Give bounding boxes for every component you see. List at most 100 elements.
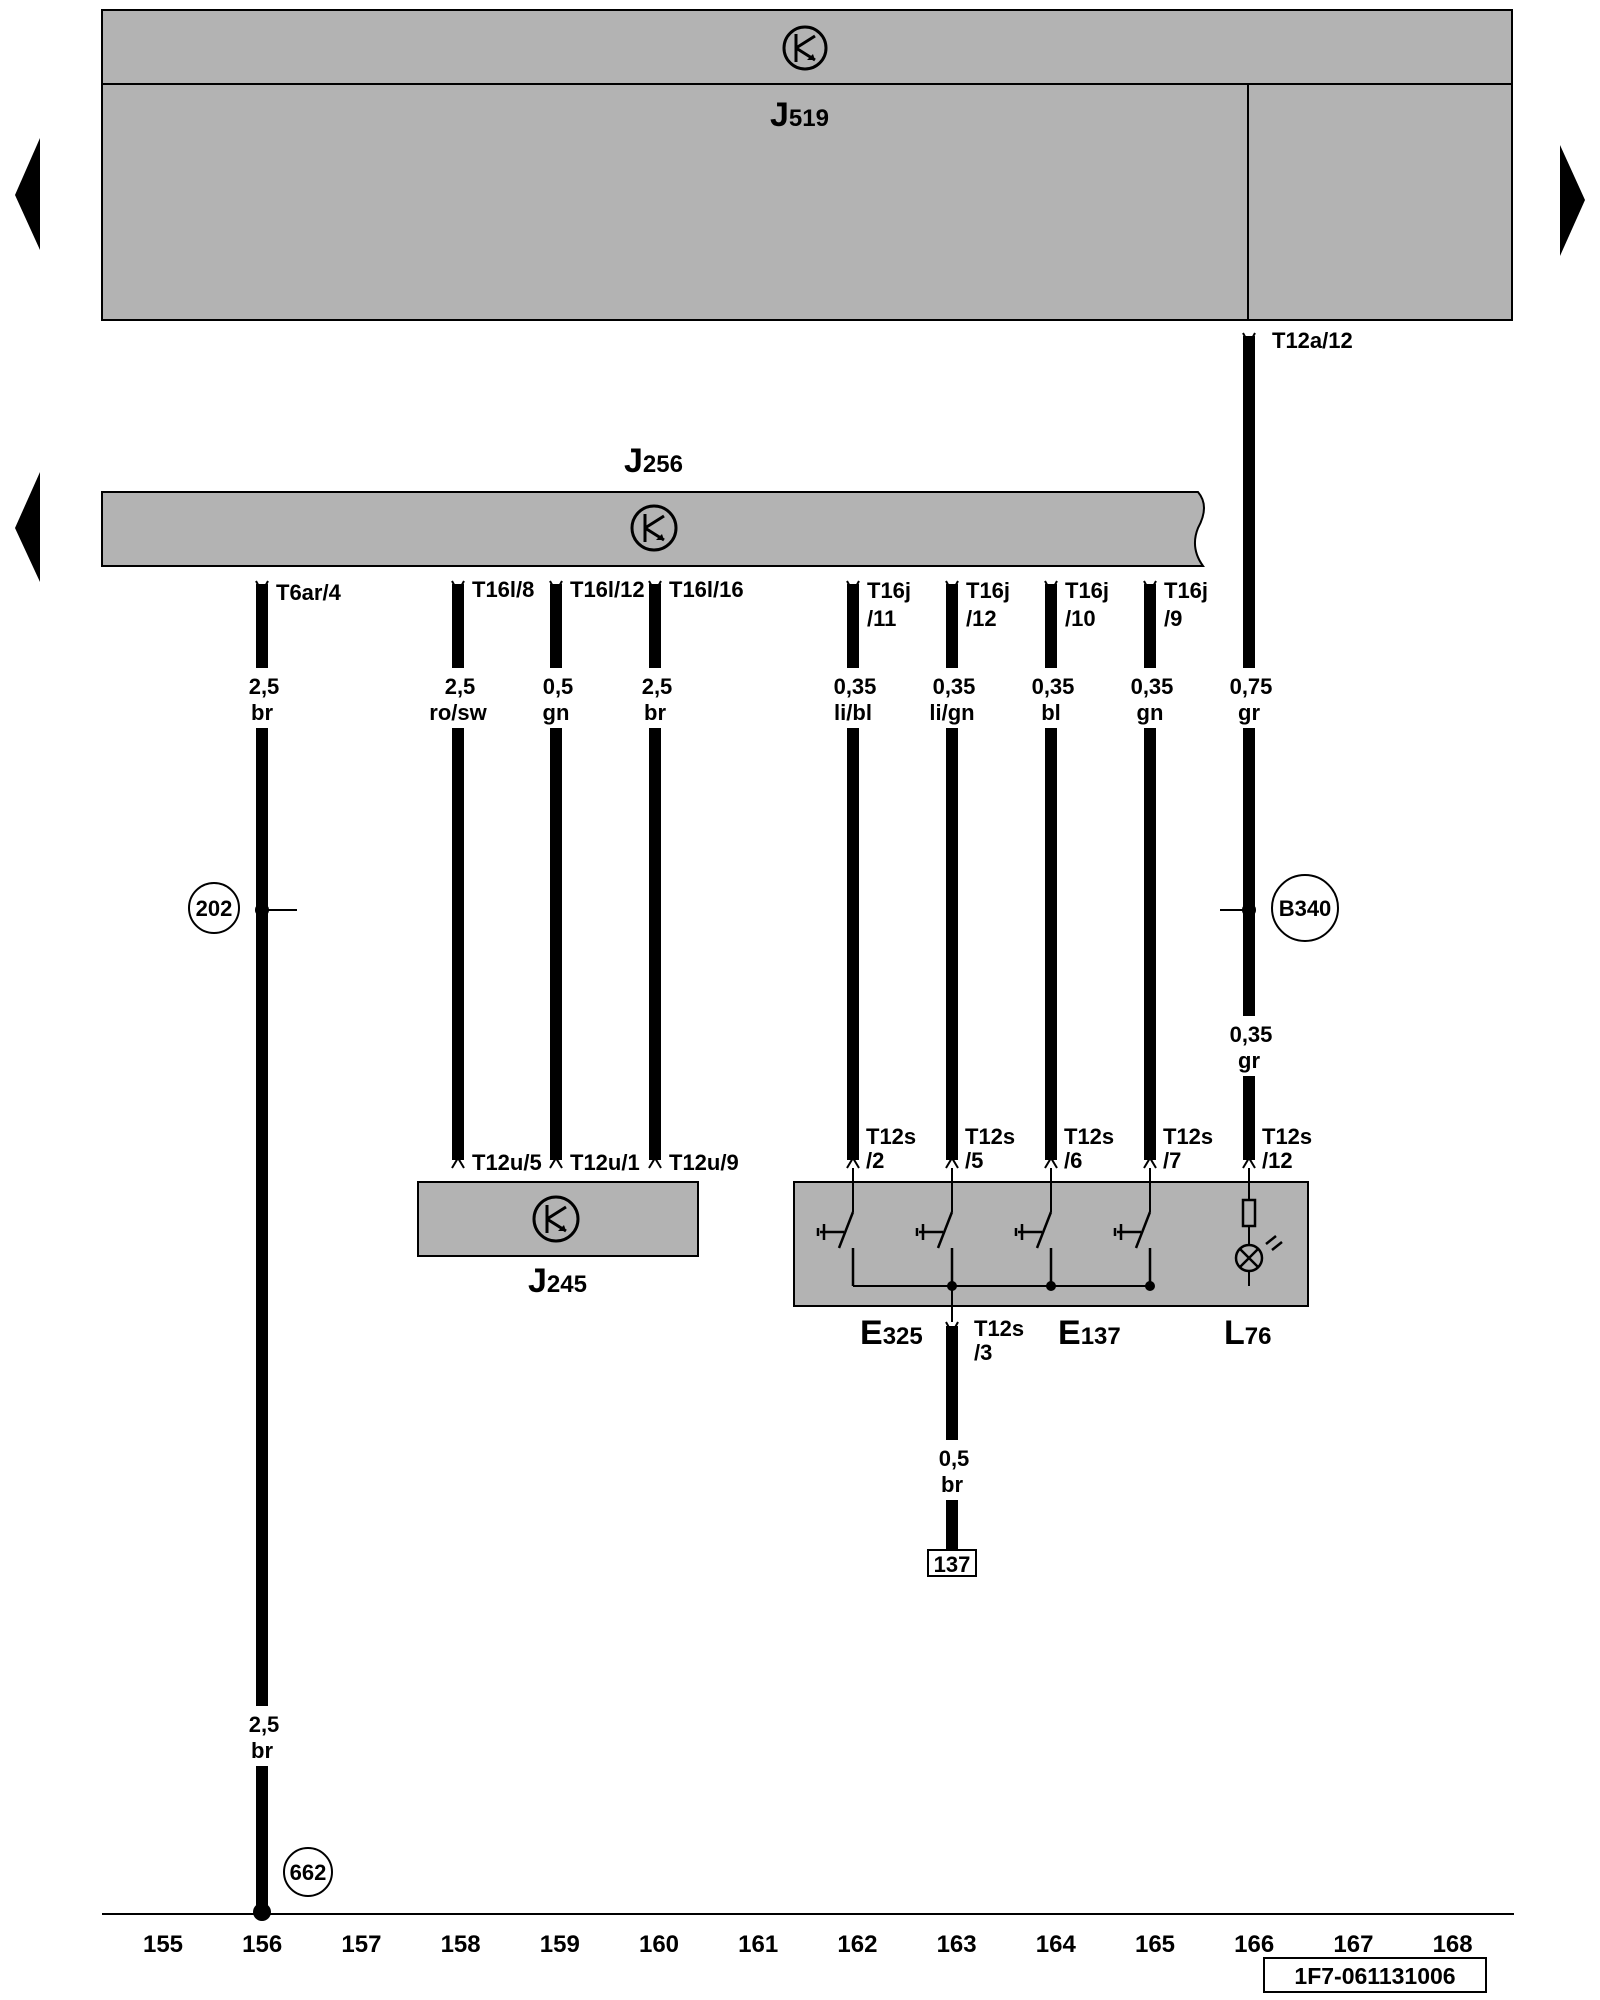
wire-156-lower-gauge: 2,5 bbox=[249, 1712, 280, 1737]
wire-159-color: gn bbox=[543, 700, 570, 725]
terminal-t12s-7-a: T12s bbox=[1163, 1124, 1213, 1149]
column-number-160: 160 bbox=[639, 1931, 679, 1958]
connection-b340-marker bbox=[1271, 874, 1339, 942]
wire-156-gauge: 2,5 bbox=[249, 674, 280, 699]
l76-label: L76 bbox=[1224, 1314, 1271, 1352]
terminal-t12u-9: T12u/9 bbox=[669, 1150, 739, 1175]
pin-t6ar-4 bbox=[255, 580, 269, 595]
terminal-t16l-8: T16l/8 bbox=[472, 577, 534, 602]
wire-158-gauge: 2,5 bbox=[445, 674, 476, 699]
bulb-icon bbox=[1234, 1198, 1283, 1286]
diagram-code-box bbox=[1263, 1957, 1487, 1993]
wire-165-gauge: 0,35 bbox=[1131, 674, 1174, 699]
wire-164-gauge: 0,35 bbox=[1032, 674, 1075, 699]
terminal-t6ar-4: T6ar/4 bbox=[276, 580, 342, 605]
terminal-t12a-12: T12a/12 bbox=[1272, 328, 1353, 353]
terminal-t16l-16: T16l/16 bbox=[669, 577, 744, 602]
terminal-t16j-10-b: /10 bbox=[1065, 606, 1096, 631]
connection-202-marker bbox=[188, 882, 240, 934]
terminal-t12s-3-b: /3 bbox=[974, 1340, 992, 1365]
terminal-t12s-3-a: T12s bbox=[974, 1316, 1024, 1341]
terminal-t16j-10-a: T16j bbox=[1065, 578, 1109, 603]
terminal-t16j-9-a: T16j bbox=[1164, 578, 1208, 603]
pushbutton-switch-icon-1 bbox=[816, 1211, 855, 1286]
reference-137-box bbox=[927, 1549, 977, 1577]
wire-165-color: gn bbox=[1137, 700, 1164, 725]
terminal-t16j-11-b: /11 bbox=[867, 606, 896, 631]
wire-163-gauge: 0,35 bbox=[933, 674, 976, 699]
wire-162-color: li/bl bbox=[834, 700, 872, 725]
j256-housing bbox=[101, 491, 1205, 567]
column-number-163: 163 bbox=[937, 1931, 977, 1958]
pin-t12u-5 bbox=[451, 1156, 465, 1169]
column-number-161: 161 bbox=[738, 1931, 778, 1958]
switch-module: E325 E137 L76 bbox=[793, 1168, 1309, 1352]
wire-163-lower-gauge: 0,5 bbox=[939, 1446, 970, 1471]
j256-electronic-symbol-icon bbox=[630, 504, 678, 552]
pin-t12s-6 bbox=[1044, 1156, 1058, 1169]
wire-156-lower-color: br bbox=[251, 1738, 273, 1763]
terminal-t12s-6-b: /6 bbox=[1064, 1148, 1082, 1173]
j245-electronic-symbol-icon bbox=[532, 1195, 580, 1243]
column-number-155: 155 bbox=[143, 1931, 183, 1958]
column-number-159: 159 bbox=[540, 1931, 580, 1958]
diagram-code: 1F7-061131006 bbox=[1294, 1963, 1455, 1989]
terminal-t12s-2-b: /2 bbox=[866, 1148, 884, 1173]
wire-label-backgrounds bbox=[240, 668, 1276, 1766]
column-number-168: 168 bbox=[1433, 1931, 1473, 1958]
connection-b340-label: B340 bbox=[1279, 896, 1332, 921]
wire-166-lower-color: gr bbox=[1238, 1048, 1260, 1073]
pin-t12s-12 bbox=[1242, 1156, 1256, 1169]
control-unit-j256: J256 bbox=[101, 442, 1205, 567]
pin-t16l-12 bbox=[549, 580, 563, 595]
control-unit-j519: J519 bbox=[101, 9, 1513, 321]
column-number-165: 165 bbox=[1135, 1931, 1175, 1958]
pin-t12s-2 bbox=[846, 1156, 860, 1169]
column-number-167: 167 bbox=[1333, 1931, 1373, 1958]
pin-t12u-1 bbox=[549, 1156, 563, 1169]
terminal-t12s-7-b: /7 bbox=[1163, 1148, 1181, 1173]
terminal-t16l-12: T16l/12 bbox=[570, 577, 645, 602]
terminal-t12s-12-a: T12s bbox=[1262, 1124, 1312, 1149]
pin-t16j-10 bbox=[1044, 580, 1058, 595]
e325-label: E325 bbox=[860, 1314, 923, 1352]
connection-202-label: 202 bbox=[196, 896, 233, 921]
terminal-t12s-5-a: T12s bbox=[965, 1124, 1015, 1149]
nav-left-arrow-middle[interactable] bbox=[15, 472, 40, 582]
wire-159-gauge: 0,5 bbox=[543, 674, 574, 699]
pin-t16j-12 bbox=[945, 580, 959, 595]
reference-137-label: 137 bbox=[934, 1552, 971, 1577]
wire-156-color: br bbox=[251, 700, 273, 725]
column-number-166: 166 bbox=[1234, 1931, 1274, 1958]
nav-right-arrow[interactable] bbox=[1560, 145, 1585, 256]
wire-160-gauge: 2,5 bbox=[642, 674, 673, 699]
wire-166-lower-gauge: 0,35 bbox=[1230, 1022, 1273, 1047]
wire-166-gauge: 0,75 bbox=[1230, 674, 1273, 699]
pin-t16j-9 bbox=[1143, 580, 1157, 595]
column-number-158: 158 bbox=[441, 1931, 481, 1958]
terminal-t16j-12-a: T16j bbox=[966, 578, 1010, 603]
terminal-t12s-5-b: /5 bbox=[965, 1148, 983, 1173]
pin-t12a-12 bbox=[1242, 332, 1256, 347]
terminal-t12u-1: T12u/1 bbox=[570, 1150, 640, 1175]
wire-158-color: ro/sw bbox=[429, 700, 487, 725]
terminal-labels: T12a/12 T6ar/4 T16l/8 T16l/12 T16l/16 T1… bbox=[276, 328, 1353, 1365]
j519-label: J519 bbox=[770, 96, 829, 134]
column-number-164: 164 bbox=[1036, 1931, 1077, 1958]
j256-label: J256 bbox=[624, 442, 683, 480]
pin-t16j-11 bbox=[846, 580, 860, 595]
nav-left-arrow-top[interactable] bbox=[15, 138, 40, 250]
terminal-t16j-11-a: T16j bbox=[867, 578, 911, 603]
wire-163-color: li/gn bbox=[929, 700, 974, 725]
pushbutton-switch-icon-4 bbox=[1113, 1211, 1152, 1286]
wire-162-gauge: 0,35 bbox=[834, 674, 877, 699]
terminal-t16j-12-b: /12 bbox=[966, 606, 997, 631]
e137-label: E137 bbox=[1058, 1314, 1121, 1352]
j245-label: J245 bbox=[528, 1262, 587, 1300]
connection-662-marker bbox=[283, 1847, 333, 1897]
wire-164-color: bl bbox=[1041, 700, 1061, 725]
j519-electronic-symbol-icon bbox=[782, 25, 828, 71]
pin-t12s-5 bbox=[945, 1156, 959, 1169]
